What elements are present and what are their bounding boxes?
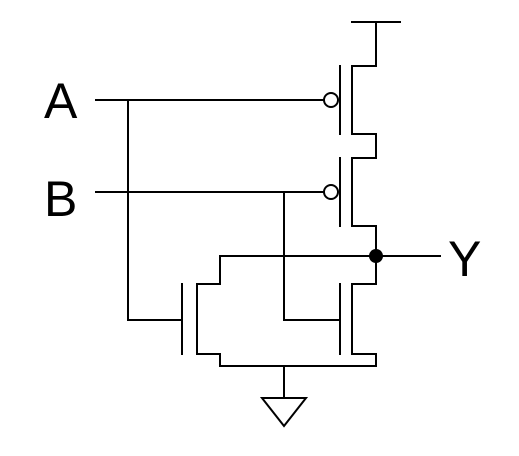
nmos-transistor-b: [339, 283, 377, 367]
input-a-label: A: [44, 73, 78, 129]
input-a-wire: [95, 99, 325, 321]
ground-icon: [259, 397, 309, 428]
input-b-label: B: [44, 171, 78, 227]
output-y-label: Y: [448, 231, 482, 287]
input-b-wire: [95, 191, 341, 321]
output-junction-dot: [369, 249, 383, 263]
pmos-transistor-b: [323, 157, 377, 227]
ground-wire: [219, 365, 377, 399]
nmos-transistor-a: [181, 255, 221, 367]
pmos-transistor-a: [323, 65, 377, 135]
output-node-wire: [219, 225, 441, 285]
vdd-supply-icon: [351, 21, 401, 67]
